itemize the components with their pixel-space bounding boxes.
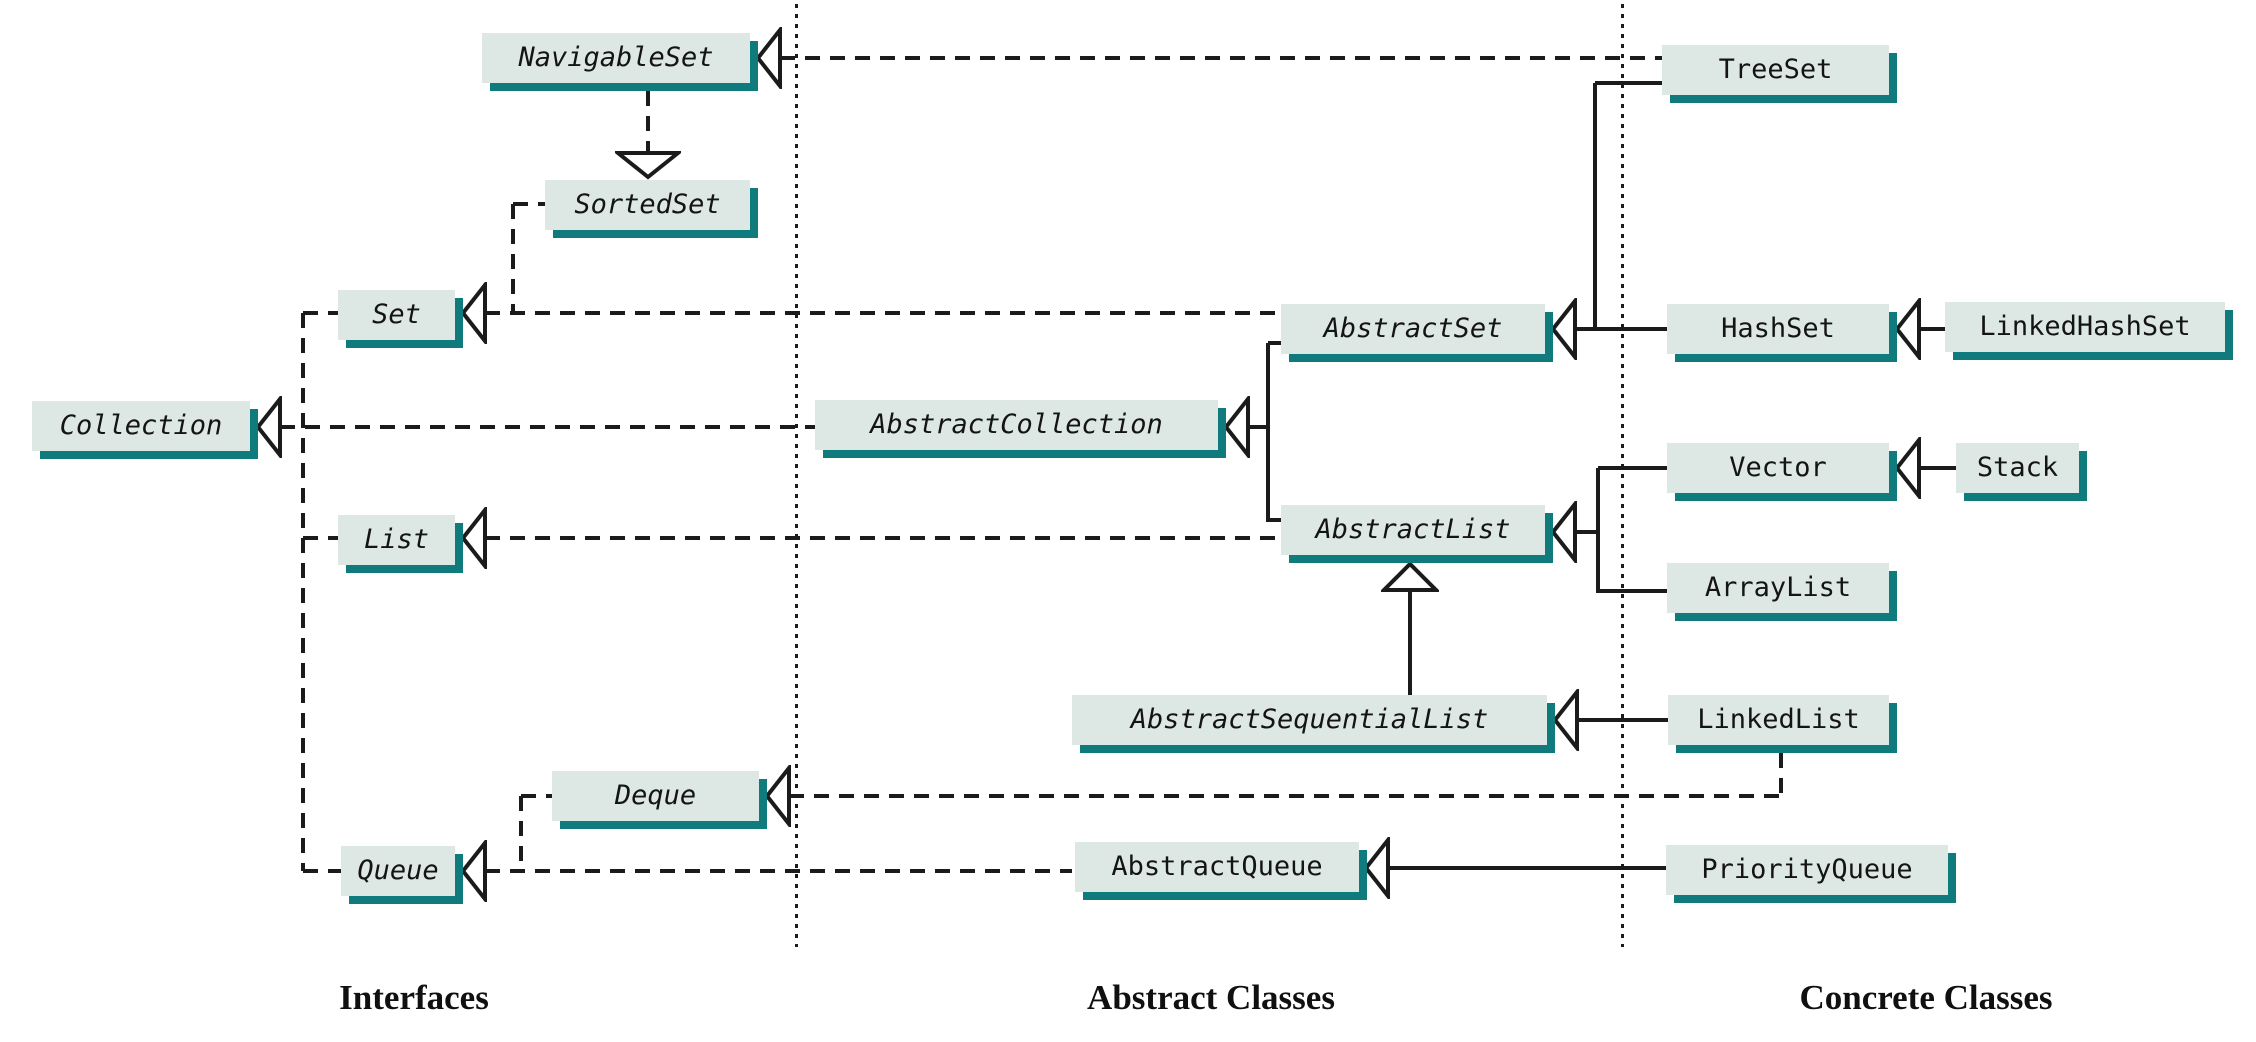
class-box-abstractset: AbstractSet: [1281, 304, 1545, 354]
connector-bracket-to-vector: [1598, 466, 1669, 470]
connector-collection-row-run: [280, 425, 815, 429]
connector-abstractlist-bracket: [1596, 468, 1600, 593]
section-label-abstract-classes: Abstract Classes: [1087, 978, 1335, 1017]
class-box-abstractsequentiallist: AbstractSequentialList: [1072, 695, 1547, 745]
connector-abstractcollection-stub: [1248, 425, 1270, 429]
class-box-deque: Deque: [552, 771, 759, 821]
class-box-queue: Queue: [341, 846, 455, 896]
inheritance-arrowhead-queue: [461, 840, 487, 902]
inheritance-arrowhead-abstractqueue: [1364, 837, 1390, 899]
class-box-treeset: TreeSet: [1662, 45, 1889, 95]
inheritance-arrowhead-abstractlist: [1551, 501, 1577, 563]
connector-trunk-stub-list: [303, 536, 338, 540]
section-label-concrete-classes: Concrete Classes: [1799, 978, 2053, 1017]
connector-sortedset-elbow-top: [513, 202, 548, 206]
connector-collection-trunk: [301, 313, 305, 871]
inheritance-arrowhead-hashset: [1895, 298, 1921, 360]
connector-priorityqueue-to-abstractqueue: [1388, 866, 1666, 870]
inheritance-arrowhead-deque: [765, 765, 791, 827]
class-box-list: List: [338, 515, 455, 565]
class-box-priorityqueue: PriorityQueue: [1666, 845, 1948, 895]
connector-linkedlist-to-deque-drop: [1779, 753, 1783, 798]
connector-bracket-to-abstractlist: [1268, 518, 1283, 522]
class-box-vector: Vector: [1667, 443, 1889, 493]
class-box-arraylist: ArrayList: [1667, 563, 1889, 613]
connector-deque-elbow-down: [519, 796, 523, 871]
connector-treeset-elbow-down: [1593, 83, 1597, 331]
inheritance-arrowhead-sortedset: [615, 151, 681, 180]
connector-bracket-to-abstractset: [1268, 341, 1283, 345]
class-box-linkedhashset: LinkedHashSet: [1945, 302, 2225, 352]
connector-deque-row-run: [789, 794, 1781, 798]
connector-trunk-stub-set: [303, 311, 338, 315]
inheritance-arrowhead-list: [461, 507, 487, 569]
connector-set-row-run: [485, 311, 1281, 315]
class-box-abstractlist: AbstractList: [1281, 505, 1545, 555]
inheritance-arrowhead-abstractsequentiallist: [1553, 689, 1579, 751]
connector-queue-row-run: [485, 869, 1072, 873]
class-box-linkedlist: LinkedList: [1668, 695, 1889, 745]
connector-treeset-to-navigableset: [780, 56, 1662, 60]
inheritance-arrowhead-abstractset: [1551, 298, 1577, 360]
connector-list-row-run: [485, 536, 1281, 540]
class-box-set: Set: [338, 290, 455, 340]
inheritance-arrowhead-navigableset: [756, 27, 782, 89]
connector-asl-to-abstractlist: [1408, 588, 1412, 695]
connector-abstractlist-stub: [1575, 530, 1600, 534]
connector-hashset-linkedhashset: [1919, 327, 1945, 331]
connector-abstractcollection-bracket: [1266, 343, 1270, 522]
inheritance-arrowhead-collection: [256, 396, 282, 458]
connector-sortedset-elbow-down: [511, 204, 515, 313]
inheritance-arrowhead-abstractcollection: [1224, 396, 1250, 458]
inheritance-arrowhead-abstractlist-bottom: [1381, 561, 1439, 592]
class-box-sortedset: SortedSet: [545, 180, 750, 230]
class-box-abstractqueue: AbstractQueue: [1075, 842, 1359, 892]
connector-deque-elbow-stub: [521, 794, 552, 798]
connector-navigableset-to-sortedset: [646, 91, 650, 152]
section-label-interfaces: Interfaces: [339, 978, 489, 1017]
connector-trunk-stub-queue: [303, 869, 341, 873]
connector-separator-abstract-concrete: [1621, 4, 1624, 947]
class-box-hashset: HashSet: [1667, 304, 1889, 354]
class-box-navigableset: NavigableSet: [482, 33, 750, 83]
class-box-abstractcollection: AbstractCollection: [815, 400, 1218, 450]
class-box-stack: Stack: [1956, 443, 2079, 493]
connector-treeset-elbow-top: [1595, 81, 1662, 85]
connector-separator-interfaces-abstract: [795, 4, 798, 947]
inheritance-arrowhead-set: [461, 282, 487, 344]
connector-bracket-to-arraylist: [1598, 589, 1669, 593]
inheritance-arrowhead-vector: [1895, 437, 1921, 499]
class-box-collection: Collection: [32, 401, 250, 451]
connector-vector-stack: [1919, 466, 1958, 470]
